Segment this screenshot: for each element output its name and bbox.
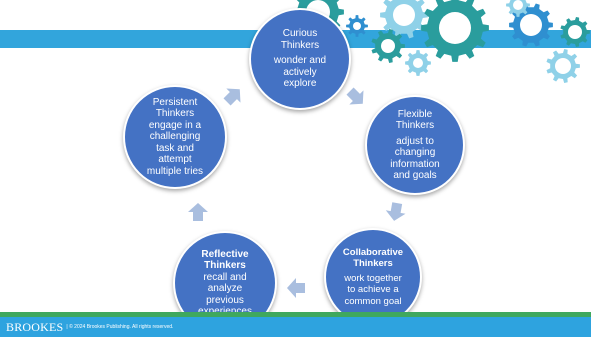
cycle-node-persistent-thinkers: Persistent Thinkers engage in a challeng… (123, 85, 227, 189)
footer: BROOKES | © 2024 Brookes Publishing. All… (6, 319, 173, 335)
node-title: Flexible Thinkers (395, 108, 435, 132)
cycle-node-flexible-thinkers: Flexible Thinkers adjust to changing inf… (365, 95, 465, 195)
node-description: work together to achieve a common goal (344, 272, 402, 307)
node-description: recall and analyze previous experiences (198, 271, 252, 318)
cycle-node-collaborative-thinkers: Collaborative Thinkers work together to … (324, 228, 422, 326)
footer-accent-band (0, 312, 591, 317)
brookes-logo: BROOKES (6, 319, 64, 334)
copyright-notice: | © 2024 Brookes Publishing. All rights … (66, 324, 174, 330)
node-description: wonder and actively explore (273, 55, 327, 90)
node-title: Reflective Thinkers (201, 248, 249, 272)
arrow-reflective-to-persistent (188, 203, 208, 221)
gear-icon (405, 50, 431, 76)
node-title: Curious Thinkers (280, 28, 320, 51)
arrow-persistent-to-curious (223, 88, 241, 106)
arrow-collaborative-to-reflective (287, 278, 305, 298)
node-title: Persistent Thinkers (152, 96, 198, 120)
node-description: engage in a challenging task and attempt… (146, 119, 204, 177)
footer-bar (0, 317, 591, 337)
gear-icon (506, 0, 530, 17)
gear-icon (421, 0, 489, 62)
node-description: adjust to changing information and goals (390, 135, 440, 182)
arrow-flexible-to-collaborative (385, 202, 406, 221)
gear-icon (380, 0, 428, 39)
arrow-curious-to-flexible (346, 87, 364, 105)
gear-icon (546, 49, 580, 83)
gear-icon (560, 17, 590, 47)
gear-icon (509, 3, 553, 47)
gear-icon (346, 15, 368, 37)
node-title: Collaborative Thinkers (342, 246, 404, 270)
cycle-node-curious-thinkers: Curious Thinkers wonder and actively exp… (249, 8, 351, 110)
gear-icon (371, 29, 405, 63)
